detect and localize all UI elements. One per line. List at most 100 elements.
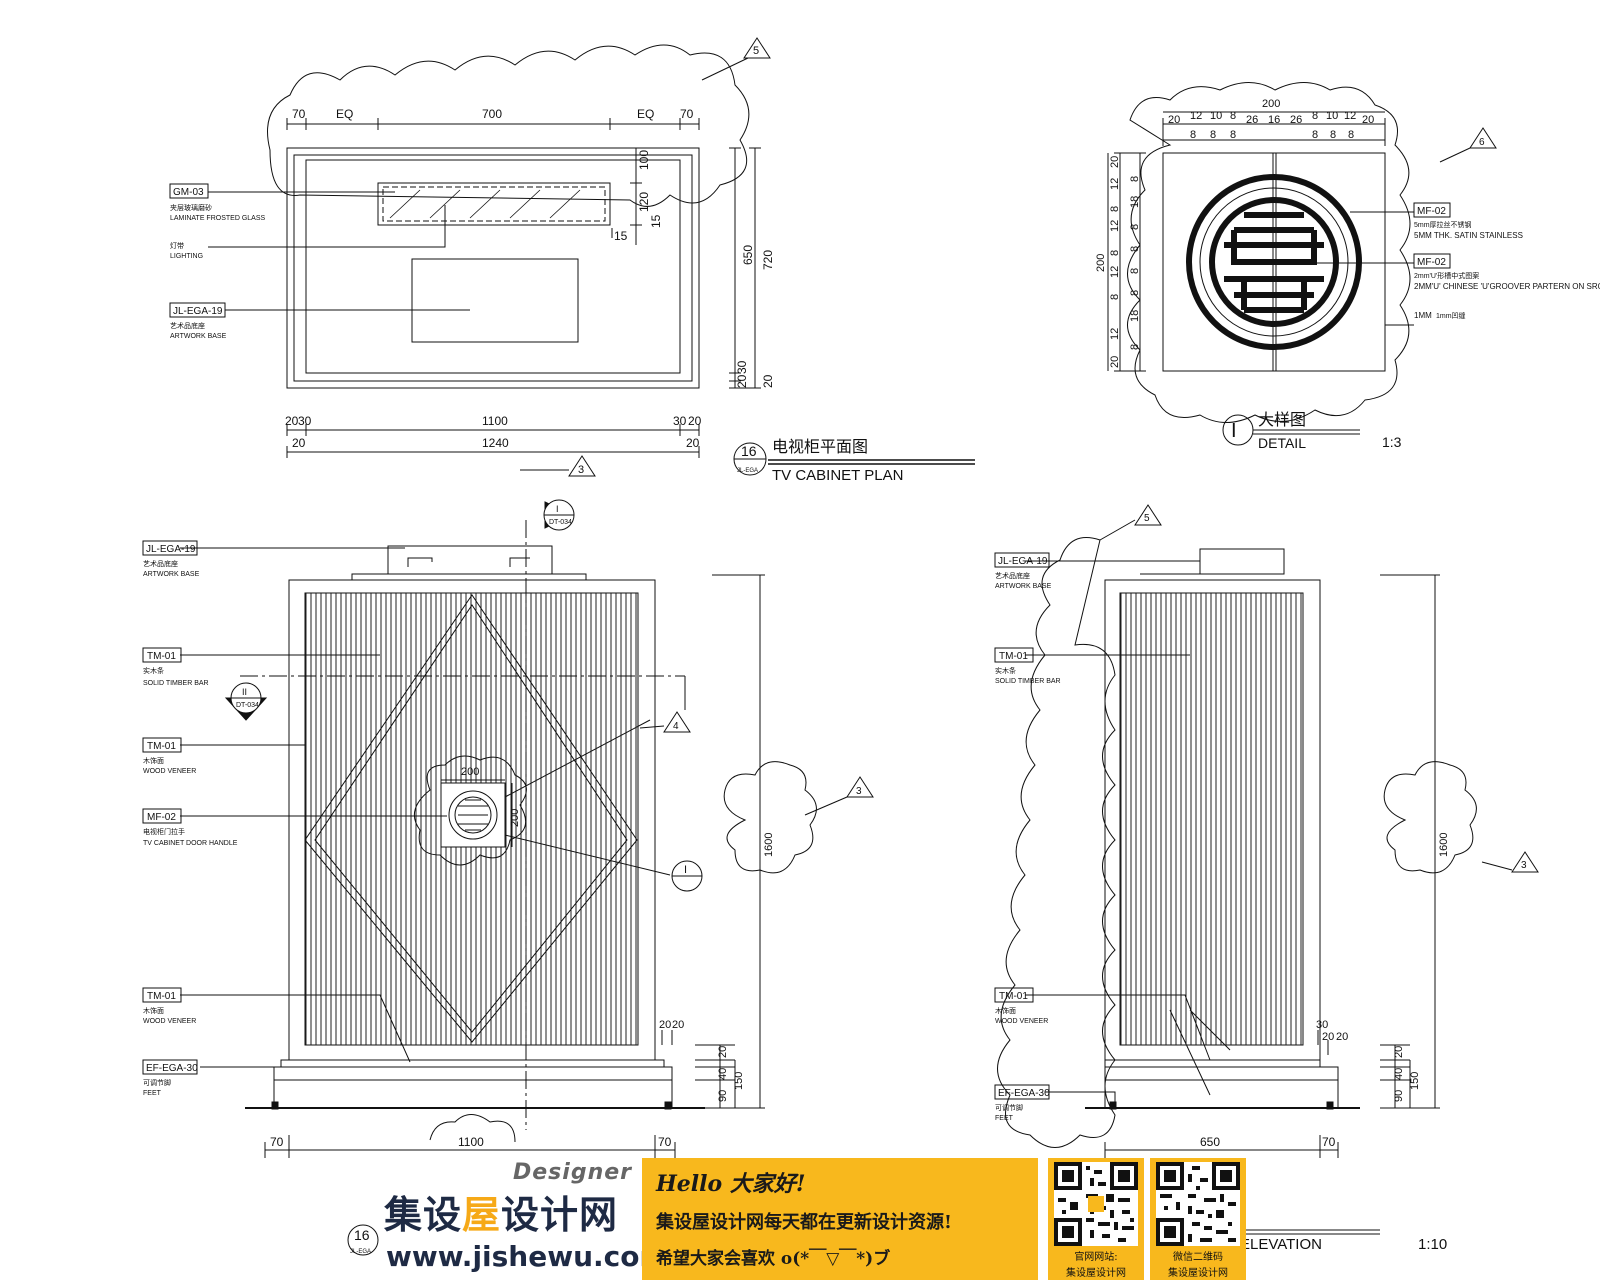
side-texts: JL-EGA-19 艺术品底座 ARTWORK BASE TM-01 实木条 S…: [994, 513, 1527, 1253]
plan-tag-light-en: LIGHTING: [170, 253, 203, 260]
front-tag-ef-box: [142, 1059, 198, 1075]
side-tag-jl-box: [994, 552, 1050, 568]
front-section-ref2: DT-034: [236, 702, 259, 709]
detail-dim-top-2: 10: [1210, 110, 1222, 122]
front-section-ref: DT-034: [549, 519, 572, 526]
side-tag-tm2-en: WOOD VENEER: [995, 1018, 1048, 1025]
detail-dim-left-sub-7: 8: [1129, 344, 1141, 350]
front-rdim-5: 150: [733, 1072, 745, 1090]
front-rdim-4: 90: [717, 1090, 729, 1102]
plan-tag-jl-box: [169, 302, 226, 318]
side-rdim-1: 20: [1322, 1031, 1334, 1043]
detail-dim-top-total: 200: [1262, 98, 1280, 110]
side-tag-ef-cn: 可调节脚: [995, 1103, 1023, 1112]
side-tag-jl: JL-EGA-19: [998, 556, 1048, 567]
brand-url: www.jishewu.com: [386, 1240, 669, 1273]
plan-dim-right-6: 30: [735, 360, 749, 374]
front-rdim-3: 40: [717, 1068, 729, 1080]
watermark-banner: Hello 大家好! 集设屋设计网每天都在更新设计资源! 希望大家会喜欢 o(*…: [642, 1158, 1038, 1280]
front-tag-tm3: TM-01: [147, 991, 176, 1002]
qr-website: 官网网站: 集设屋设计网: [1048, 1158, 1144, 1280]
plan-rev3: 3: [578, 464, 584, 476]
side-tag-tm1: TM-01: [999, 651, 1028, 662]
plan-dim-top-3: EQ: [637, 107, 654, 121]
side-rdim-5: 90: [1393, 1090, 1405, 1102]
front-title-ref: JL-EGA: [350, 1249, 371, 1255]
plan-dim-top-1: EQ: [336, 107, 353, 121]
front-tag-tm3-cn: 木饰面: [143, 1006, 164, 1015]
detail-scale: 1:3: [1382, 434, 1402, 450]
detail-dim-top-sub-4: 8: [1330, 129, 1336, 141]
side-tag-tm1-box: [994, 647, 1034, 663]
detail-dim-left-sub-1: 18: [1129, 196, 1141, 208]
banner-hello: Hello 大家好!: [656, 1171, 806, 1197]
detail-dim-top-10: 20: [1362, 114, 1374, 126]
detail-dim-top-1: 12: [1190, 110, 1202, 122]
front-tag-mf-en: TV CABINET DOOR HANDLE: [143, 840, 238, 847]
detail-title-en: DETAIL: [1258, 435, 1306, 451]
plan-tag-gm03: GM-03: [173, 187, 204, 198]
plan-tag-jl-en: ARTWORK BASE: [170, 333, 227, 340]
front-bdim-1: 1100: [458, 1135, 484, 1149]
banner-line3: 希望大家会喜欢 o(*￣▽￣*)ブ: [656, 1249, 891, 1269]
detail-dim-left-2: 8: [1109, 206, 1121, 212]
front-tag-ef: EF-EGA-30: [146, 1063, 198, 1074]
detail-dim-left-sub-0: 8: [1129, 176, 1141, 182]
designer-wordmark: Designer: [513, 1160, 632, 1185]
shou-pattern: [1224, 212, 1324, 313]
front-rdim-2: 20: [717, 1046, 729, 1058]
brand-name-part-b: 设计网: [501, 1193, 619, 1237]
side-tag-ef-en: FEET: [995, 1115, 1014, 1122]
front-tag-tm1-box: [142, 647, 182, 663]
detail-dim-top-5: 16: [1268, 114, 1280, 126]
front-tag-mf-box: [142, 808, 182, 824]
timber-bars-side: [1119, 592, 1304, 1046]
front-bdim-2: 70: [658, 1135, 672, 1149]
qr-code-icon: [1156, 1162, 1240, 1246]
side-rdim-0: 30: [1316, 1019, 1328, 1031]
side-tag-tm2-box: [994, 987, 1034, 1003]
detail-dim-top-3: 8: [1230, 110, 1236, 122]
detail-dim-left-total: 200: [1095, 254, 1107, 272]
plan-dim-right-3: 650: [741, 245, 755, 265]
plan-title-ref: JL-EGA: [737, 468, 758, 474]
front-rev4: 4: [673, 721, 679, 732]
side-rdim-3: 20: [1393, 1046, 1405, 1058]
plan-tag-gm03-en: LAMINATE FROSTED GLASS: [170, 215, 265, 222]
detail-rev6: 6: [1479, 137, 1485, 148]
brand-name: 集设屋设计网: [384, 1184, 618, 1239]
detail-tag-gap-cn: 1mm凹缝: [1436, 311, 1466, 320]
side-rdim-2: 20: [1336, 1031, 1348, 1043]
detail-dim-top-4: 26: [1246, 114, 1258, 126]
plan-dim-bottom1-1: 30: [298, 414, 312, 428]
front-tag-tm2-cn: 木饰面: [143, 756, 164, 765]
side-tag-jl-cn: 艺术品底座: [995, 571, 1030, 580]
plan-dim-bottom1-4: 20: [688, 414, 702, 428]
detail-dim-left-0: 20: [1109, 156, 1121, 168]
detail-dim-left-sub-5: 8: [1129, 290, 1141, 296]
detail-tag-mf02b-cn: 2mm'U'形槽中式图案: [1414, 271, 1479, 280]
front-tag-ef-en: FEET: [143, 1090, 162, 1097]
front-tag-tm2-en: WOOD VENEER: [143, 768, 196, 775]
plan-dim-bottom1-2: 1100: [482, 414, 508, 428]
front-rdim-1: 20: [672, 1019, 684, 1031]
plan-title-en: TV CABINET PLAN: [772, 467, 903, 484]
plan-title-num: 16: [741, 443, 757, 459]
side-bdim-0: 650: [1200, 1135, 1220, 1149]
detail-dim-top-sub-2: 8: [1230, 129, 1236, 141]
detail-dim-top-9: 12: [1344, 110, 1356, 122]
plan-texts: 70 EQ 700 EQ 70 20 30 1100 30 20 20 1240…: [169, 45, 903, 484]
plan-dim-right-7: 20: [761, 374, 775, 388]
detail-dim-top-8: 10: [1326, 110, 1338, 122]
plan-title-cn: 电视柜平面图: [772, 438, 868, 456]
detail-dim-top-7: 8: [1312, 110, 1318, 122]
detail-dim-left-7: 12: [1109, 328, 1121, 340]
side-scale: 1:10: [1418, 1236, 1447, 1253]
detail-dim-top-sub-1: 8: [1210, 129, 1216, 141]
plan-dim-top-2: 700: [482, 107, 502, 121]
watermark-brand: Designer 集设屋设计网 www.jishewu.com: [380, 1158, 669, 1280]
detail-tag-mf02a-en: 5MM THK. SATIN STAINLESS: [1414, 231, 1523, 240]
detail-dim-left-sub-6: 18: [1129, 310, 1141, 322]
plan-dim-bottom2-2: 20: [686, 436, 700, 450]
front-handle-h: 200: [509, 809, 521, 827]
